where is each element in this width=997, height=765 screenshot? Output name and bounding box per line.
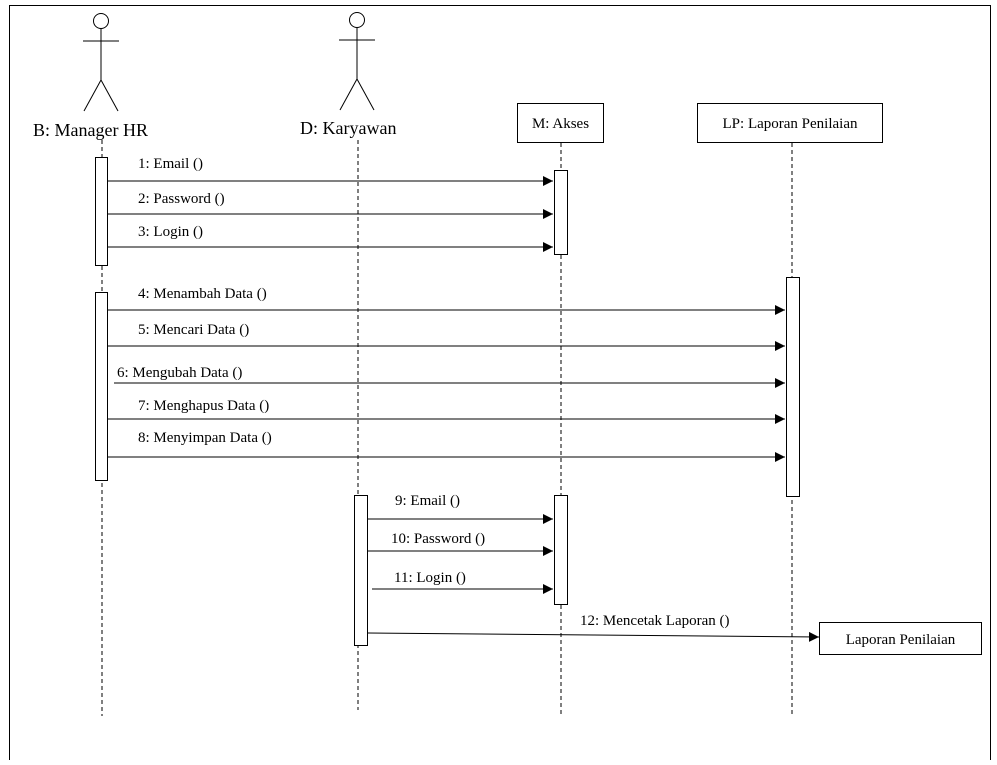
activation-akses-2 (554, 495, 568, 605)
participant-box-akses (517, 103, 604, 143)
message-3: 3: Login () (108, 224, 553, 252)
message-7: 7: Menghapus Data () (108, 398, 785, 424)
message-label-5: 5: Mencari Data () (138, 322, 249, 338)
activation-laporan (786, 277, 800, 497)
message-1: 1: Email () (108, 156, 553, 186)
activation-manager-2 (95, 292, 108, 481)
message-label-8: 8: Menyimpan Data () (138, 430, 272, 446)
message-11: 11: Login () (372, 570, 553, 594)
message-4: 4: Menambah Data () (108, 286, 785, 315)
participant-label-akses: M: Akses (532, 116, 589, 132)
message-label-4: 4: Menambah Data () (138, 286, 267, 302)
message-6: 6: Mengubah Data () (114, 365, 785, 388)
message-label-6: 6: Mengubah Data () (117, 365, 242, 381)
activation-akses-1 (554, 170, 568, 255)
participant-label-karyawan: D: Karyawan (300, 118, 396, 138)
output-box-laporan (819, 622, 982, 655)
actor-manager-icon (83, 13, 119, 112)
message-label-9: 9: Email () (395, 493, 460, 509)
message-2: 2: Password () (108, 191, 553, 219)
message-8: 8: Menyimpan Data () (108, 430, 785, 462)
output-box-label: Laporan Penilaian (846, 632, 956, 648)
message-label-10: 10: Password () (391, 531, 485, 547)
participant-box-laporan (697, 103, 883, 143)
message-label-1: 1: Email () (138, 156, 203, 172)
activation-manager-1 (95, 157, 108, 266)
message-label-12: 12: Mencetak Laporan () (580, 613, 730, 629)
message-10: 10: Password () (368, 531, 553, 556)
message-label-11: 11: Login () (394, 570, 466, 586)
message-label-2: 2: Password () (138, 191, 225, 207)
diagram-frame (9, 5, 991, 765)
participant-label-manager: B: Manager HR (33, 120, 148, 140)
message-label-3: 3: Login () (138, 224, 203, 240)
participant-label-laporan: LP: Laporan Penilaian (723, 116, 858, 132)
message-label-7: 7: Menghapus Data () (138, 398, 269, 414)
message-5: 5: Mencari Data () (108, 322, 785, 351)
activation-karyawan (354, 495, 368, 646)
message-12: 12: Mencetak Laporan () (367, 613, 820, 642)
message-9: 9: Email () (368, 493, 553, 524)
actor-karyawan-icon (339, 12, 375, 111)
